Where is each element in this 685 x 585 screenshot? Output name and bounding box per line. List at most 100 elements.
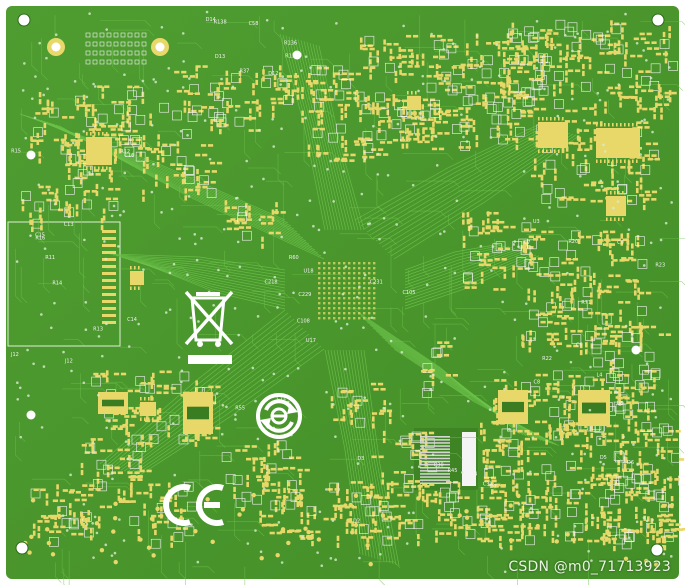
ic-pin	[616, 159, 618, 163]
smd-pad	[91, 111, 95, 117]
smd-pad	[287, 488, 291, 494]
smd-pad	[180, 174, 186, 177]
via	[443, 79, 447, 83]
smd-pad	[640, 332, 643, 338]
smd-pad	[520, 61, 526, 64]
silkscreen-label: R15	[11, 149, 21, 155]
component-outline	[124, 146, 135, 157]
silkscreen-label: C229	[298, 292, 311, 298]
pcb-trace	[448, 214, 455, 230]
smd-pad	[624, 258, 630, 262]
via	[329, 557, 333, 560]
component-outline	[549, 257, 560, 267]
component-outline	[184, 165, 194, 175]
smd-pad	[346, 91, 352, 95]
smd-pad	[464, 281, 470, 285]
via	[318, 510, 322, 514]
ic-pin	[618, 217, 620, 221]
sd-pad	[102, 237, 116, 240]
smd-pad	[378, 127, 381, 134]
via	[245, 159, 248, 163]
pcb-trace	[68, 550, 70, 585]
smd-pad	[631, 325, 637, 329]
smd-pad	[566, 344, 572, 348]
smd-pad	[124, 142, 130, 146]
smd-pad	[603, 230, 609, 234]
smd-pad	[431, 380, 435, 387]
via	[512, 243, 515, 246]
via	[429, 388, 432, 391]
via	[115, 123, 119, 126]
component-outline	[622, 462, 633, 472]
pcb-trace	[185, 541, 186, 585]
smd-pad	[503, 513, 509, 517]
smd-pad	[500, 88, 503, 94]
smd-pad	[40, 515, 47, 518]
via	[430, 32, 433, 36]
smd-pad	[108, 187, 114, 191]
smd-pad	[653, 384, 656, 390]
pcb-trace	[264, 292, 271, 314]
smd-pad	[96, 471, 100, 477]
pcb-trace	[498, 102, 505, 138]
component-outline	[549, 407, 560, 417]
smd-pad	[464, 496, 470, 500]
smd-pad	[433, 74, 439, 78]
via	[670, 201, 673, 204]
smd-pad	[613, 187, 619, 190]
bga-pad	[358, 262, 361, 265]
smd-pad	[414, 133, 421, 136]
smd-pad	[67, 174, 71, 181]
smd-pad	[204, 170, 210, 173]
component-outline	[650, 63, 661, 74]
ic-pin	[538, 149, 540, 153]
ic-pin	[538, 117, 540, 121]
smd-pad	[156, 391, 162, 395]
via	[316, 551, 319, 554]
header-pin	[127, 32, 133, 38]
via	[49, 326, 53, 330]
via	[397, 107, 401, 111]
smd-pad	[118, 141, 122, 147]
ic-pin	[622, 191, 624, 195]
smd-pad	[294, 73, 298, 79]
smd-pad	[545, 432, 548, 438]
bga-pad	[323, 312, 326, 315]
smd-pad	[363, 66, 369, 70]
smd-pad	[183, 100, 187, 106]
smd-pad	[367, 102, 370, 108]
smd-pad	[146, 156, 149, 163]
via	[666, 477, 670, 480]
smd-pad	[664, 529, 670, 532]
component-outline	[593, 32, 604, 43]
smd-pad	[576, 128, 580, 134]
ic-pin	[90, 132, 92, 136]
component-outline	[449, 492, 460, 503]
smd-pad	[195, 66, 199, 72]
smd-pad	[577, 329, 583, 333]
smd-pad	[524, 429, 530, 433]
component-outline	[554, 99, 564, 109]
smd-pad	[588, 311, 594, 315]
bga-pad	[373, 302, 376, 305]
smd-pad	[424, 140, 430, 144]
smd-pad	[480, 422, 483, 428]
via	[497, 440, 501, 443]
smd-pad	[478, 263, 484, 267]
smd-pad	[112, 125, 118, 128]
smd-pad	[597, 286, 601, 292]
smd-pad	[588, 57, 592, 63]
smd-pad	[194, 441, 198, 447]
silkscreen-label: R20	[568, 239, 578, 245]
smd-pad	[183, 89, 190, 93]
smd-pad	[323, 152, 329, 155]
tht-pad	[416, 496, 421, 501]
smd-pad	[238, 70, 242, 77]
smd-pad	[623, 386, 629, 390]
component-outline	[622, 67, 632, 78]
smd-pad	[501, 257, 507, 261]
smd-pad	[639, 429, 646, 433]
smd-pad	[530, 46, 536, 50]
pcb-trace	[32, 478, 71, 486]
smd-pad	[477, 537, 483, 541]
